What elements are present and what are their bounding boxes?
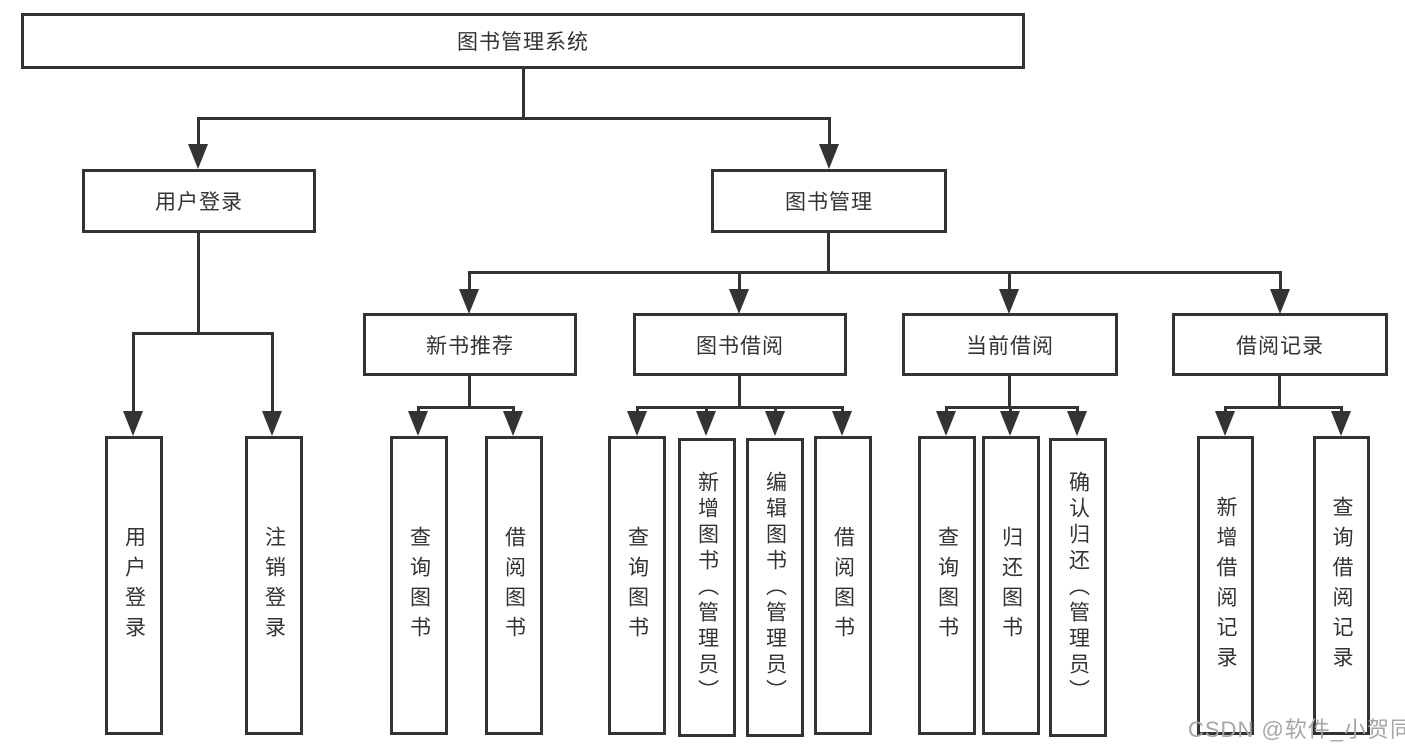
connector-arrowhead	[408, 411, 428, 436]
leaf-user-login-label: 用户登录	[122, 525, 146, 646]
csdn-watermark: CSDN @软件_小贺同学	[1188, 717, 1405, 742]
leaf-confirm-return-admin: 确认归还（管理员）	[1049, 438, 1107, 737]
connector-arrowhead	[765, 411, 785, 436]
connector-line	[468, 271, 471, 293]
connector-arrowhead	[1000, 411, 1020, 436]
node-user-login: 用户登录	[82, 169, 316, 233]
connector-line	[271, 332, 274, 413]
leaf-return-books-label: 归还图书	[999, 525, 1023, 646]
node-book-borrow-label: 图书借阅	[696, 334, 784, 358]
node-book-management: 图书管理	[711, 169, 947, 233]
connector-line	[738, 376, 741, 409]
leaf-logout: 注销登录	[245, 436, 303, 735]
leaf-query-books-borrow-label: 查询图书	[625, 525, 649, 646]
leaf-edit-book-admin: 编辑图书（管理员）	[746, 438, 804, 737]
connector-arrowhead	[627, 411, 647, 436]
leaf-confirm-return-admin-label: 确认归还（管理员）	[1066, 470, 1090, 705]
connector-line	[417, 406, 515, 409]
connector-line	[827, 233, 830, 274]
connector-line	[738, 271, 741, 293]
leaf-query-books-borrow: 查询图书	[608, 436, 666, 735]
connector-arrowhead	[832, 411, 852, 436]
connector-line	[197, 233, 200, 335]
node-borrow-records: 借阅记录	[1172, 313, 1388, 376]
node-current-borrow: 当前借阅	[902, 313, 1118, 376]
connector-arrowhead	[1331, 411, 1351, 436]
leaf-borrow-books-recommend: 借阅图书	[485, 436, 543, 735]
connector-line	[198, 117, 831, 120]
leaf-add-book-admin: 新增图书（管理员）	[678, 438, 736, 737]
connector-line	[828, 117, 831, 147]
connector-arrowhead	[696, 411, 716, 436]
leaf-user-login: 用户登录	[105, 436, 163, 735]
node-user-login-label: 用户登录	[155, 191, 243, 214]
connector-arrowhead	[459, 289, 479, 314]
connector-line	[197, 117, 200, 147]
connector-line	[1008, 376, 1011, 409]
leaf-query-books-recommend-label: 查询图书	[407, 525, 431, 646]
leaf-add-book-admin-label: 新增图书（管理员）	[695, 470, 719, 705]
node-current-borrow-label: 当前借阅	[966, 334, 1054, 358]
node-borrow-records-label: 借阅记录	[1236, 334, 1324, 358]
connector-line	[522, 69, 525, 120]
connector-arrowhead	[819, 144, 839, 169]
connector-arrowhead	[729, 289, 749, 314]
leaf-query-borrow-record-label: 查询借阅记录	[1330, 495, 1353, 676]
connector-line	[1224, 406, 1343, 409]
connector-line	[132, 332, 274, 335]
connector-line	[1279, 271, 1282, 293]
leaf-edit-book-admin-label: 编辑图书（管理员）	[763, 470, 787, 705]
connector-line	[1008, 271, 1011, 293]
leaf-logout-label: 注销登录	[262, 525, 286, 646]
leaf-borrow-books-recommend-label: 借阅图书	[502, 525, 526, 646]
connector-arrowhead	[936, 411, 956, 436]
connector-arrowhead	[503, 411, 523, 436]
node-new-book-recommend-label: 新书推荐	[426, 334, 514, 358]
connector-arrowhead	[1067, 411, 1087, 436]
connector-line	[132, 332, 135, 413]
leaf-query-borrow-record: 查询借阅记录	[1313, 436, 1370, 735]
connector-arrowhead	[188, 144, 208, 169]
connector-line	[468, 376, 471, 409]
connector-line	[636, 406, 844, 409]
leaf-query-books-current-label: 查询图书	[935, 525, 959, 646]
leaf-borrow-books-2: 借阅图书	[814, 436, 872, 735]
leaf-query-books-current: 查询图书	[918, 436, 976, 735]
connector-arrowhead	[123, 411, 143, 436]
node-library-system-label: 图书管理系统	[457, 31, 589, 54]
connector-line	[945, 406, 1079, 409]
leaf-add-borrow-record: 新增借阅记录	[1197, 436, 1254, 735]
connector-arrowhead	[1215, 411, 1235, 436]
connector-arrowhead	[262, 411, 282, 436]
leaf-borrow-books-2-label: 借阅图书	[831, 525, 855, 646]
connector-arrowhead	[999, 289, 1019, 314]
leaf-add-borrow-record-label: 新增借阅记录	[1214, 495, 1237, 676]
connector-arrowhead	[1270, 289, 1290, 314]
leaf-return-books: 归还图书	[982, 436, 1040, 735]
node-library-system: 图书管理系统	[21, 13, 1025, 69]
leaf-query-books-recommend: 查询图书	[390, 436, 448, 735]
node-new-book-recommend: 新书推荐	[363, 313, 577, 376]
node-book-management-label: 图书管理	[785, 191, 873, 214]
connector-line	[1278, 376, 1281, 409]
connector-line	[468, 271, 1282, 274]
node-book-borrow: 图书借阅	[633, 313, 847, 376]
